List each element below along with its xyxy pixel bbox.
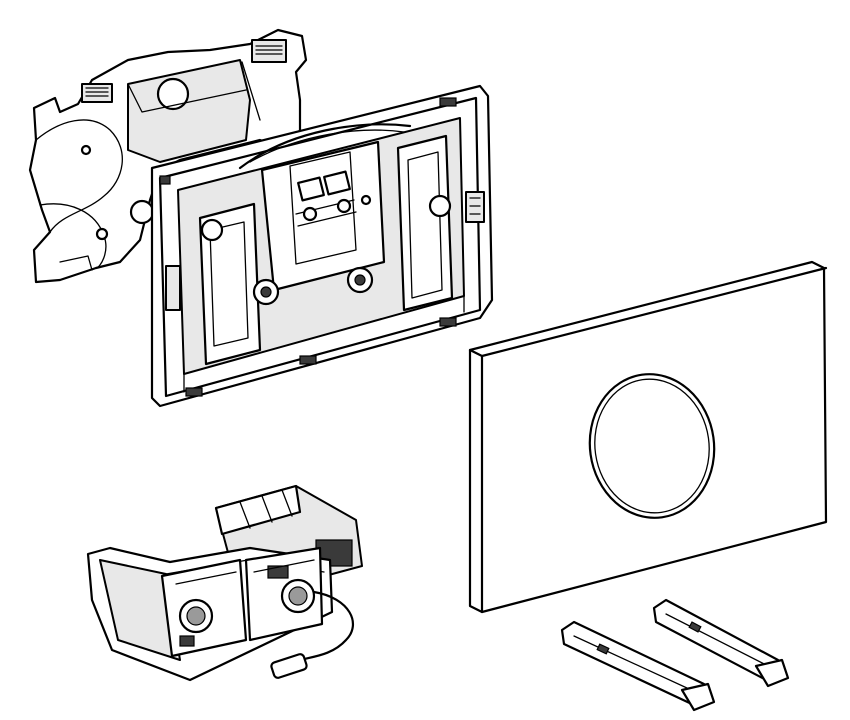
installation-frame <box>150 84 494 408</box>
flush-sensor-ring <box>588 373 716 519</box>
actuator-rod-right <box>652 598 790 688</box>
control-unit <box>86 484 363 682</box>
actuator-rod-left <box>560 620 716 712</box>
actuator-plate <box>468 260 828 614</box>
mounting-bracket <box>28 28 308 284</box>
sensor-plug <box>270 653 308 679</box>
bracket-hole <box>156 77 190 111</box>
